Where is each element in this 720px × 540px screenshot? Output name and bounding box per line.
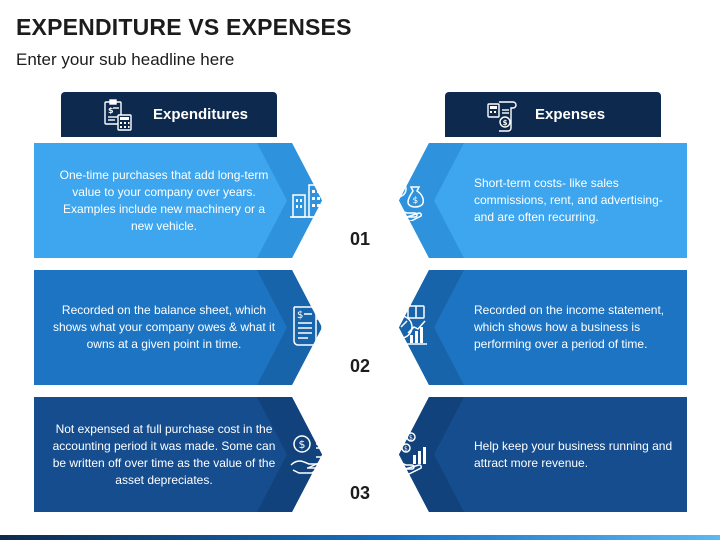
row-1-number: 01	[349, 229, 371, 249]
buildings-icon	[289, 177, 333, 221]
row-2-expenditure-text: Recorded on the balance sheet, which sho…	[52, 303, 276, 351]
svg-text:$: $	[398, 436, 402, 444]
comparison-row-3: Not expensed at full purchase cost in th…	[34, 397, 687, 512]
page-subtitle: Enter your sub headline here	[16, 50, 235, 69]
svg-text:$: $	[413, 196, 419, 206]
gauge-chart-icon	[386, 303, 430, 347]
expenses-header: $ Expenses	[445, 92, 661, 137]
row-1-expense-text: Short-term costs- like sales commissions…	[474, 176, 663, 224]
row-1-expenditure-text: One-time purchases that add long-term va…	[59, 167, 269, 233]
row-3-number: 03	[349, 483, 371, 503]
svg-text:$: $	[299, 438, 306, 451]
svg-text:$: $	[108, 106, 114, 115]
bottom-accent-bar	[0, 535, 720, 540]
percent-money-bag-hand-icon: % $	[385, 177, 429, 222]
document-dollar-icon: $	[288, 303, 332, 347]
expenditures-header: $ Expenditures	[61, 92, 277, 137]
receipt-calculator-icon: $	[485, 98, 519, 132]
row-2-number: 02	[349, 356, 371, 376]
row-2-expense-text: Recorded on the income statement, which …	[474, 303, 665, 351]
expenses-header-label: Expenses	[535, 106, 606, 123]
row-3-expense-text: Help keep your business running and attr…	[474, 438, 673, 470]
svg-text:%: %	[394, 183, 404, 196]
clipboard-calculator-icon: $	[101, 98, 135, 132]
svg-text:$: $	[409, 435, 413, 442]
svg-text:$: $	[404, 446, 408, 453]
hand-dollar-receipt-icon: $	[288, 431, 332, 475]
page-title: EXPENDITURE VS EXPENSES	[16, 14, 352, 40]
comparison-row-2: Recorded on the balance sheet, which sho…	[34, 270, 687, 385]
comparison-row-1: One-time purchases that add long-term va…	[34, 143, 687, 258]
coins-hand-chart-icon: $ $ $	[386, 431, 430, 475]
row-3-expenditure-text: Not expensed at full purchase cost in th…	[52, 421, 276, 487]
svg-text:$: $	[297, 310, 303, 321]
svg-text:$: $	[503, 119, 508, 127]
expenditures-header-label: Expenditures	[153, 106, 249, 123]
